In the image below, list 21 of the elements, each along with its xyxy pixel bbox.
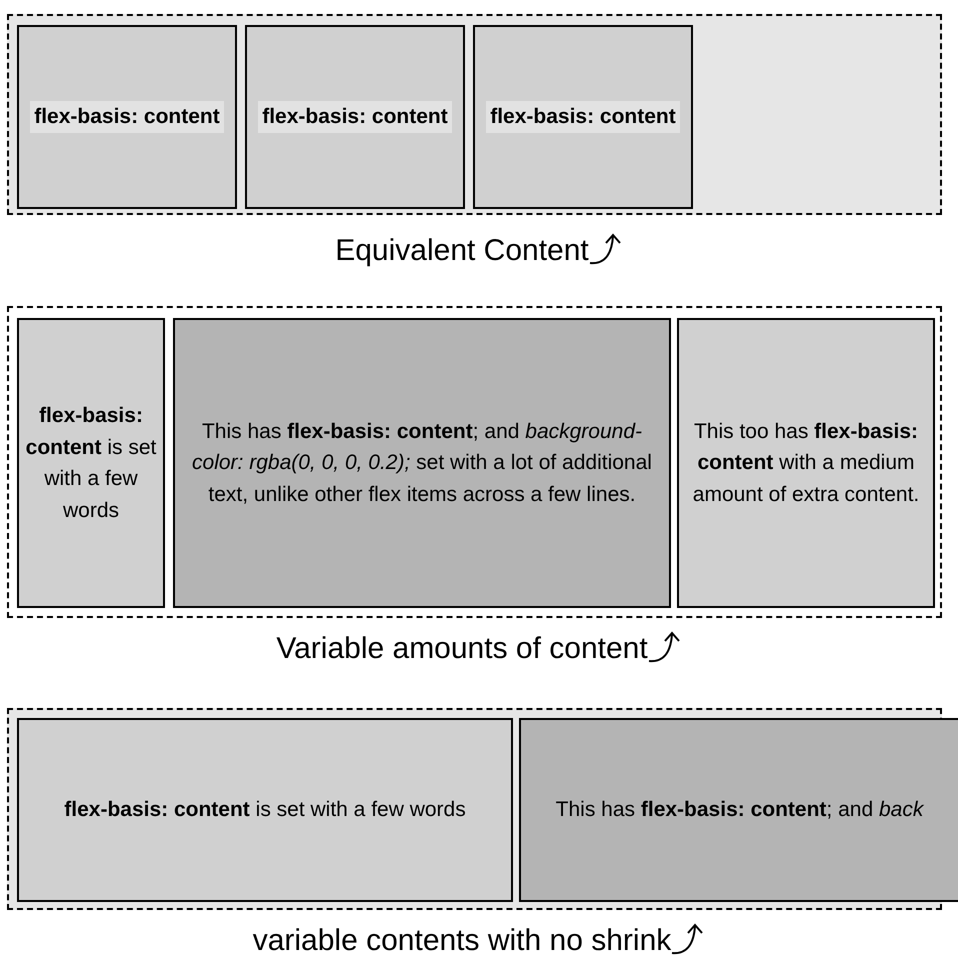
flex-container xyxy=(7,306,942,618)
flex-item xyxy=(677,318,935,608)
item-text: This too has flex-basis: content with a medium amount of extra content. xyxy=(692,418,920,508)
flex-item xyxy=(17,318,165,608)
item-text: flex-basis: content is set with a few words xyxy=(24,403,158,524)
item-text: This has flex-basis: content; and back xyxy=(554,797,925,824)
container-label: variable contents with no shrink xyxy=(252,924,672,958)
flex-item xyxy=(473,25,693,209)
flex-container xyxy=(7,14,942,215)
item-text: flex-basis: content xyxy=(486,101,680,133)
flex-item xyxy=(245,25,465,209)
item-text: This has flex-basis: content; and background-color: rgba(0, 0, 0, 0.2); set with a lot of additional text, unlike other flex items across a few lines. xyxy=(191,418,653,508)
item-text: flex-basis: content xyxy=(258,101,452,133)
item-text: flex-basis: content is set with a few words xyxy=(63,797,467,824)
flex-item xyxy=(17,25,237,209)
item-text: flex-basis: content xyxy=(30,101,224,133)
container-label: Equivalent Content xyxy=(335,234,589,268)
flex-item xyxy=(519,718,958,902)
flex-item xyxy=(17,718,513,902)
container-label: Variable amounts of content xyxy=(276,632,648,666)
flex-item xyxy=(173,318,671,608)
